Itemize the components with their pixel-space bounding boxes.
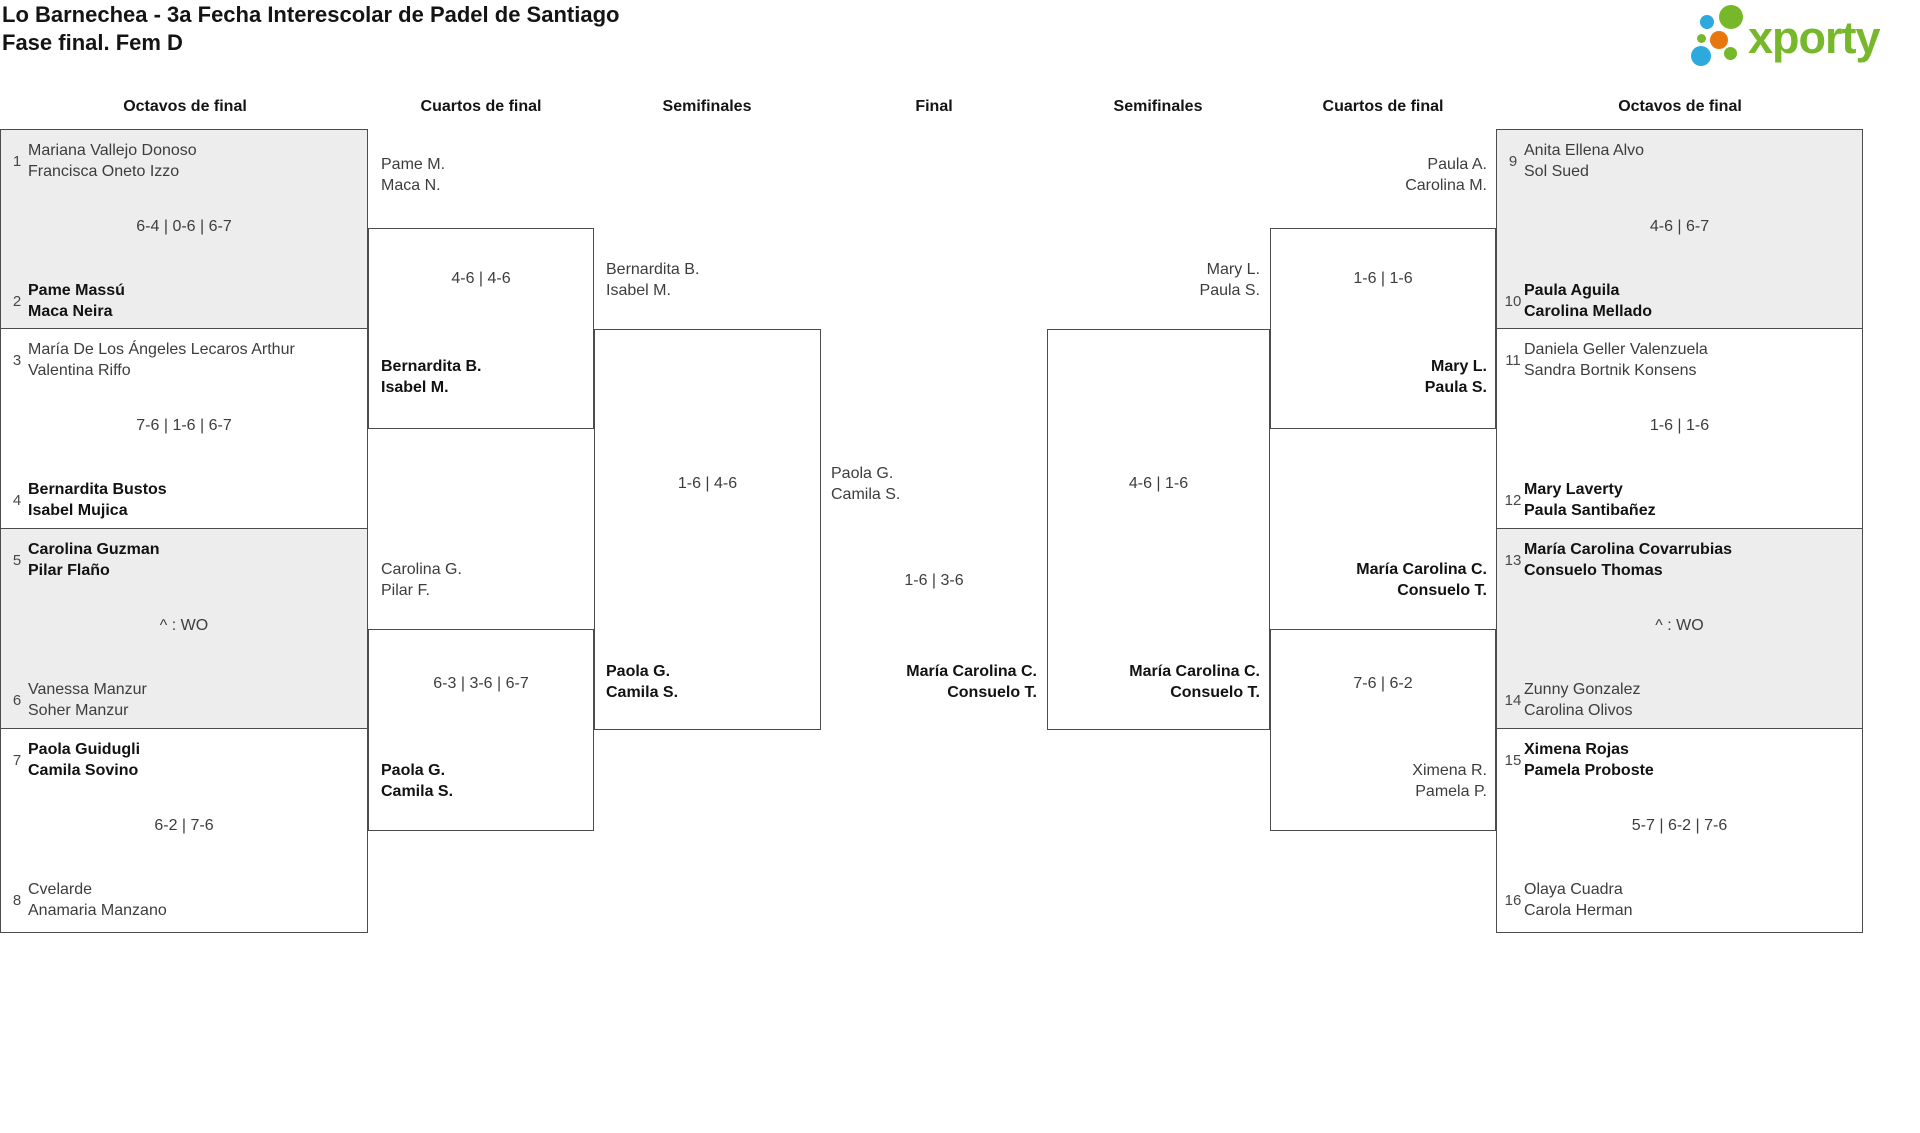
score-qf-left-1: 4-6 | 4-6 (451, 270, 511, 287)
page-subtitle: Fase final. Fem D (2, 30, 183, 55)
match-box-of-right-2 (1496, 328, 1863, 529)
score-of-right-2: 1-6 | 1-6 (1649, 417, 1710, 434)
round-header-octavos-left: Octavos de final (123, 98, 247, 115)
score-sf-right: 4-6 | 1-6 (1128, 475, 1189, 492)
seed-number: 13 (1504, 551, 1522, 569)
seed-number: 2 (12, 292, 22, 310)
match-box-qf-right-2 (1270, 629, 1496, 831)
score-qf-right-1: 1-6 | 1-6 (1353, 270, 1413, 287)
score-of-right-1: 4-6 | 6-7 (1649, 218, 1710, 235)
seed-number: 12 (1504, 491, 1522, 509)
match-box-of-left-4 (0, 728, 368, 933)
match-box-qf-right-1 (1270, 228, 1496, 429)
pair-sf-left-p1: Bernardita B.Isabel M. (606, 261, 700, 299)
pair-qf-right-2-p2: Ximena R.Pamela P. (1412, 762, 1487, 800)
pair-sf-left-p2: Paola G.Camila S. (606, 663, 679, 701)
seed-number: 6 (12, 691, 22, 709)
match-box-of-left-1 (0, 129, 368, 329)
round-header-final: Final (915, 98, 953, 115)
pair-qf-left-2-p1: Carolina G.Pilar F. (381, 561, 462, 599)
seed-number: 5 (12, 551, 22, 569)
seed-number: 14 (1504, 691, 1522, 709)
match-box-of-right-4 (1496, 728, 1863, 933)
match-box-of-left-3 (0, 528, 368, 729)
logo-wordmark: xporty (1748, 12, 1881, 63)
match-box-of-left-2 (0, 328, 368, 529)
seed-number: 10 (1504, 292, 1522, 310)
pair-qf-right-1-p2: Mary L.Paula S. (1424, 358, 1487, 396)
seed-number: 16 (1504, 891, 1522, 909)
pair-qf-left-2-p2: Paola G.Camila S. (381, 762, 454, 800)
logo-dot-green-small-icon (1724, 47, 1737, 60)
match-box-sf-left (594, 329, 821, 730)
pair-sf-right-p1: Mary L.Paula S. (1199, 261, 1260, 299)
pair-qf-left-1-p1: Pame M.Maca N. (381, 156, 446, 194)
score-of-right-3: ^ : WO (1655, 617, 1704, 634)
score-of-left-3: ^ : WO (159, 617, 209, 634)
score-qf-left-2: 6-3 | 3-6 | 6-7 (433, 675, 529, 692)
logo-dot-blue-large-icon (1691, 46, 1711, 66)
score-qf-right-2: 7-6 | 6-2 (1353, 675, 1413, 692)
pair-qf-right-1-p1: Paula A.Carolina M. (1405, 156, 1487, 194)
seed-number: 8 (12, 891, 22, 909)
pair-final-p1: Paola G.Camila S. (831, 465, 901, 503)
match-box-qf-left-2 (368, 629, 594, 831)
round-header-octavos-right: Octavos de final (1618, 98, 1742, 115)
round-header-cuartos-right: Cuartos de final (1322, 98, 1444, 115)
round-header-semis-left: Semifinales (662, 98, 752, 115)
page-title: Lo Barnechea - 3a Fecha Interescolar de … (2, 2, 620, 27)
seed-number: 3 (12, 351, 22, 369)
round-header-cuartos-left: Cuartos de final (420, 98, 542, 115)
logo-dot-green-tiny-icon (1697, 34, 1706, 43)
pair-qf-left-1-p2: Bernardita B.Isabel M. (381, 358, 482, 396)
seed-number: 15 (1504, 751, 1522, 769)
seed-number: 9 (1508, 152, 1518, 170)
logo-dot-orange-icon (1710, 31, 1728, 49)
pair-qf-right-2-p1: María Carolina C.Consuelo T. (1356, 561, 1487, 599)
score-of-left-1: 6-4 | 0-6 | 6-7 (136, 218, 232, 235)
round-header-semis-right: Semifinales (1113, 98, 1203, 115)
score-sf-left: 1-6 | 4-6 (677, 475, 738, 492)
logo-dot-blue-small-icon (1700, 15, 1714, 29)
score-of-left-4: 6-2 | 7-6 (154, 817, 214, 834)
score-of-left-2: 7-6 | 1-6 | 6-7 (136, 417, 232, 434)
score-of-right-4: 5-7 | 6-2 | 7-6 (1631, 817, 1728, 834)
seed-number: 1 (12, 152, 22, 170)
pair-final-winner: María Carolina C.Consuelo T. (906, 663, 1037, 701)
match-box-qf-left-1 (368, 228, 594, 429)
match-box-sf-right (1047, 329, 1270, 730)
logo-dot-green-large-icon (1719, 5, 1743, 29)
seed-number: 4 (12, 491, 22, 509)
seed-number: 11 (1505, 351, 1521, 369)
match-box-of-right-1 (1496, 129, 1863, 329)
seed-number: 7 (12, 751, 22, 769)
score-final: 1-6 | 3-6 (904, 572, 964, 589)
pair-sf-right-p2: María Carolina C.Consuelo T. (1129, 663, 1260, 701)
